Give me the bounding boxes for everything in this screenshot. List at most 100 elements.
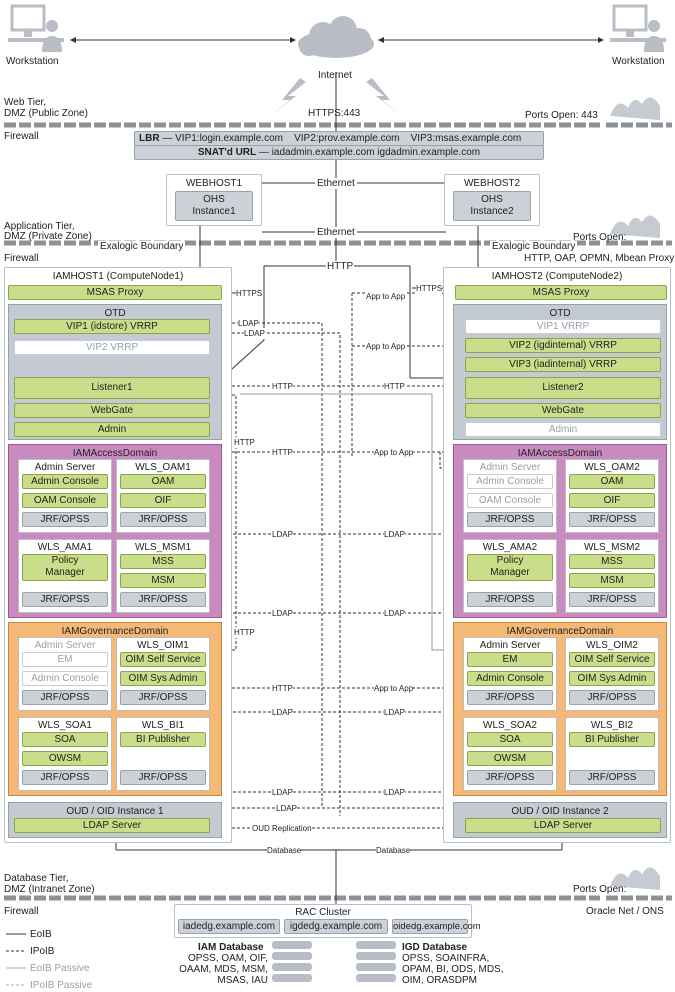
host2-admin-server-title: Admin Server [479, 462, 541, 473]
legend-ipoib-passive: IPoIB Passive [30, 980, 93, 991]
oud-replication-label: OUD Replication [252, 823, 312, 834]
lbr-label: LBR [139, 133, 160, 144]
host2-gov-admin-console: Admin Console [467, 671, 553, 686]
host2-admin: Admin [465, 422, 661, 437]
host2-policy-manager: Policy Manager [467, 554, 553, 581]
firewall-flame-icon [610, 97, 660, 890]
database-label-2: Database [376, 845, 411, 856]
workstation-left-label: Workstation [6, 56, 59, 67]
host1-otd-title: OTD [104, 308, 126, 319]
database-label-1: Database [267, 845, 302, 856]
host2-em: EM [467, 652, 553, 667]
host2-oim-sys: OIM Sys Admin [569, 671, 655, 686]
host1-em: EM [22, 652, 108, 667]
host1-wls-ama-title: WLS_AMA1 [37, 542, 93, 553]
host1-policy-label: Policy [51, 555, 79, 566]
host1-owsm: OWSM [22, 751, 108, 766]
ldap-label-2: LDAP [244, 328, 265, 339]
db-tier-zone: DMZ (Intranet Zone) [4, 884, 95, 895]
ldap-label-7: LDAP [272, 707, 293, 718]
snat-urls: — iadadmin.example.com igdadmin.example.… [258, 147, 481, 158]
host1-msm: MSM [120, 573, 206, 588]
host2-oam-jrf: JRF/OPSS [569, 512, 655, 527]
host1-gov-admin-jrf: JRF/OPSS [22, 690, 108, 705]
workstation-right-label: Workstation [612, 56, 665, 67]
snat-label: SNAT'd URL [197, 147, 257, 158]
host2-oim-self: OIM Self Service [569, 652, 655, 667]
host2-webgate: WebGate [465, 403, 661, 418]
ohs1-label-a: OHS [203, 194, 225, 205]
host2-oam-console: OAM Console [467, 493, 553, 508]
ohs2-label-b: Instance2 [470, 206, 514, 217]
ohs-instance1: OHS Instance1 [175, 191, 253, 221]
host1-gov-admin-title: Admin Server [34, 640, 96, 651]
host2-soa-jrf: JRF/OPSS [467, 770, 553, 785]
host2-admin-console: Admin Console [467, 474, 553, 489]
host1-listener: Listener1 [14, 377, 210, 399]
ethernet-top-label: Ethernet [315, 178, 357, 189]
workstation-left-icon [4, 4, 66, 56]
web-tier-title: Web Tier, [4, 97, 47, 108]
ohs2-label-a: OHS [481, 194, 503, 205]
host1-gov-domain-title: IAMGovernanceDomain [61, 626, 169, 637]
db-tier-firewall: Firewall [4, 906, 39, 917]
web-tier-zone: DMZ (Public Zone) [4, 108, 88, 119]
host2-wls-ama-title: WLS_AMA2 [482, 542, 538, 553]
web-tier-firewall: Firewall [4, 131, 39, 142]
igd-db-line1: OPSS, SOAINFRA, [402, 953, 490, 964]
host2-gov-domain-title: IAMGovernanceDomain [506, 626, 614, 637]
iam-db-line1: OPSS, OAM, OIF, [187, 953, 268, 964]
host1-ldap-server: LDAP Server [14, 818, 210, 833]
host1-oim-sys: OIM Sys Admin [120, 671, 206, 686]
host2-bi-jrf: JRF/OPSS [569, 770, 655, 785]
host2-msas-proxy: MSAS Proxy [455, 285, 667, 300]
host2-otd-title: OTD [549, 308, 571, 319]
host2-soa: SOA [467, 732, 553, 747]
http-label-lbr: HTTP [326, 261, 355, 272]
host2-bi-publisher: BI Publisher [569, 732, 655, 747]
host1-wls-bi-title: WLS_BI1 [141, 720, 185, 731]
host2-gov-admin-title: Admin Server [479, 640, 541, 651]
host1-soa: SOA [22, 732, 108, 747]
web-tier-ports: Ports Open: 443 [525, 110, 598, 121]
host2-ldap-server: LDAP Server [465, 818, 661, 833]
app-to-app-label-4: App to App [374, 683, 414, 694]
exalogic-left: Exalogic Boundary [98, 241, 186, 252]
legend-eoib: EoIB [30, 929, 52, 940]
iam-db-line3: MSAS, IAU [217, 975, 268, 986]
host1-admin-console: Admin Console [22, 474, 108, 489]
igd-db-line3: OIM, ORASDPM [402, 975, 478, 986]
lbr-vip1: — VIP1:login.example.com [162, 133, 283, 144]
webhost1-title: WEBHOST1 [185, 178, 243, 189]
rac-iadedg: iadedg.example.com [178, 919, 280, 934]
app-tier-firewall: Firewall [4, 253, 39, 264]
ldap-label-6: LDAP [384, 608, 405, 619]
ethernet-bottom-label: Ethernet [315, 227, 357, 238]
iamhost2-title: IAMHOST2 (ComputeNode2) [491, 271, 623, 282]
host1-wls-oim-title: WLS_OIM1 [137, 640, 189, 651]
host1-bi-jrf: JRF/OPSS [120, 770, 206, 785]
host2-wls-oim-title: WLS_OIM2 [586, 640, 638, 651]
host1-oif: OIF [120, 493, 206, 508]
rac-cluster-title: RAC Cluster [295, 907, 351, 918]
host1-webgate: WebGate [14, 403, 210, 418]
host1-vip1: VIP1 (idstore) VRRP [14, 319, 210, 334]
host1-gov-admin-console: Admin Console [22, 671, 108, 686]
webhost2-title: WEBHOST2 [463, 178, 521, 189]
app-tier-ports-list: HTTP, OAP, OPMN, Mbean Proxy [524, 253, 675, 264]
host2-msm-jrf: JRF/OPSS [569, 592, 655, 607]
iam-db-line2: OAAM, MDS, MSM, [179, 964, 268, 975]
host2-vip3: VIP3 (iadinternal) VRRP [465, 357, 661, 372]
host2-vip2: VIP2 (igdinternal) VRRP [465, 338, 661, 353]
http-label-6: HTTP [234, 627, 255, 638]
https-label-right: HTTPS [416, 283, 443, 294]
host2-access-domain-title: IAMAccessDomain [517, 448, 603, 459]
host2-wls-oam-title: WLS_OAM2 [584, 462, 640, 473]
ldap-label-3: LDAP [272, 529, 293, 540]
webhost1: WEBHOST1 OHS Instance1 [166, 174, 262, 226]
http-label-3: HTTP [384, 381, 405, 392]
ohs1-label-b: Instance1 [192, 206, 236, 217]
igd-db-title: IGD Database [402, 942, 468, 953]
host1-ama-jrf: JRF/OPSS [22, 592, 108, 607]
host2-policy-label: Policy [496, 555, 524, 566]
